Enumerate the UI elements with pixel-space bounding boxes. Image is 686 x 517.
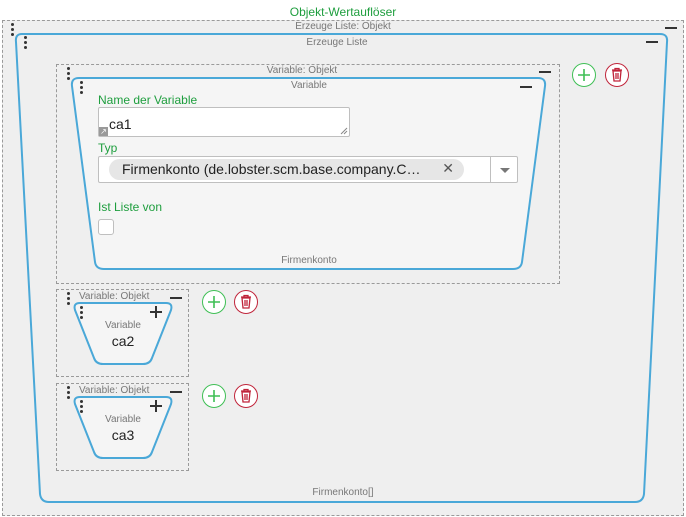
dropdown-arrow-icon[interactable] <box>499 167 511 174</box>
collapse-icon[interactable] <box>170 391 182 393</box>
is-list-checkbox[interactable] <box>98 219 114 235</box>
variable-node-footer-1: Firmenkonto <box>281 255 337 266</box>
collapse-icon[interactable] <box>665 27 677 29</box>
variable-value-3: ca3 <box>111 427 135 443</box>
add-button-1[interactable] <box>572 63 596 87</box>
is-list-label: Ist Liste von <box>98 200 163 214</box>
drag-handle-icon[interactable] <box>67 386 71 401</box>
variable-object-label-3: Variable: Objekt <box>79 385 150 396</box>
link-icon: ↗ <box>99 127 108 136</box>
collapse-icon[interactable] <box>520 86 532 88</box>
add-icon <box>208 390 220 402</box>
resolver-title: Objekt-Wertauflöser <box>289 5 397 19</box>
add-icon <box>208 296 220 308</box>
drag-handle-icon[interactable] <box>67 67 71 82</box>
type-select[interactable]: Firmenkonto (de.lobster.scm.base.company… <box>98 156 518 183</box>
delete-icon <box>612 67 622 82</box>
drag-handle-icon[interactable] <box>80 81 84 96</box>
delete-button-1[interactable] <box>605 63 629 87</box>
type-chip-value: Firmenkonto (de.lobster.scm.base.company… <box>122 161 421 177</box>
create-list-wrapper-label: Erzeuge Liste: Objekt <box>295 21 391 32</box>
variable-name-label: Name der Variable <box>98 93 198 107</box>
variable-object-label-1: Variable: Objekt <box>266 65 338 76</box>
collapse-icon[interactable] <box>646 41 658 43</box>
drag-handle-icon[interactable] <box>24 36 28 51</box>
add-button-3[interactable] <box>202 384 226 408</box>
delete-button-2[interactable] <box>234 290 258 314</box>
drag-handle-icon[interactable] <box>67 292 71 307</box>
type-chip: Firmenkonto (de.lobster.scm.base.company… <box>109 159 464 180</box>
collapse-icon[interactable] <box>539 71 551 73</box>
delete-icon <box>241 388 251 403</box>
variable-node-label-3: Variable <box>105 414 141 425</box>
variable-node-label-1: Variable <box>291 80 327 91</box>
add-button-2[interactable] <box>202 290 226 314</box>
delete-icon <box>241 294 251 309</box>
create-list-footer: Firmenkonto[] <box>312 487 374 498</box>
type-label: Typ <box>98 141 118 155</box>
variable-value-2: ca2 <box>111 333 135 349</box>
delete-button-3[interactable] <box>234 384 258 408</box>
drag-handle-icon[interactable] <box>80 306 84 321</box>
expand-icon[interactable] <box>150 306 162 318</box>
variable-node-label-2: Variable <box>105 320 141 331</box>
variable-name-value: ca1 <box>109 116 132 132</box>
expand-icon[interactable] <box>150 400 162 412</box>
type-select-divider <box>490 157 491 182</box>
collapse-icon[interactable] <box>170 297 182 299</box>
variable-name-input[interactable]: ca1 ↗ <box>98 107 350 137</box>
create-list-label: Erzeuge Liste <box>306 37 368 48</box>
drag-handle-icon[interactable] <box>11 23 15 38</box>
add-icon <box>578 69 590 81</box>
resize-handle-icon[interactable] <box>340 127 348 135</box>
drag-handle-icon[interactable] <box>80 400 84 415</box>
clear-icon[interactable]: ✕ <box>442 160 454 176</box>
variable-object-label-2: Variable: Objekt <box>79 291 150 302</box>
